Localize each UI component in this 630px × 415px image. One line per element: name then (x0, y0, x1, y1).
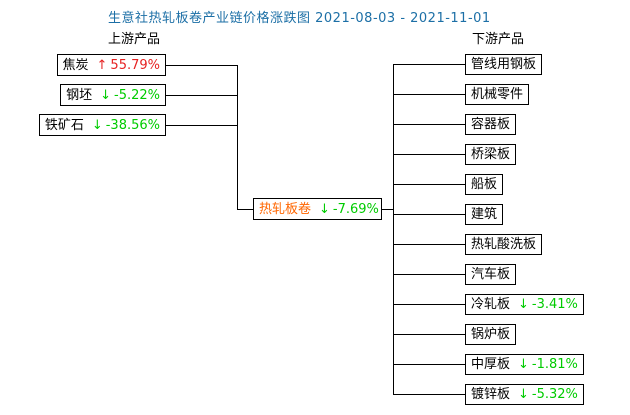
node-label: 铁矿石 (44, 117, 84, 133)
connector-line (393, 184, 465, 185)
down-arrow-icon: ↓ (100, 87, 111, 103)
up-arrow-icon: ↑ (96, 57, 108, 73)
change-value: -5.32% (531, 387, 578, 402)
upstream-node-jiaotan[interactable]: 焦炭 ↑55.79% (56, 54, 166, 76)
change-value: -3.41% (531, 297, 578, 312)
change-badge: ↑55.79% (97, 59, 160, 72)
change-badge: ↓-7.69% (319, 203, 379, 216)
downstream-node-zhonghouban[interactable]: 中厚板 ↓-1.81% (465, 354, 584, 375)
change-value: 55.79% (110, 57, 160, 73)
downstream-node-qiaoliangban[interactable]: 桥梁板 (465, 144, 517, 165)
connector-line (393, 334, 465, 335)
change-value: -38.56% (105, 117, 160, 133)
connector-line (382, 209, 393, 210)
change-badge: ↓-1.81% (518, 358, 578, 371)
node-label: 冷轧板 (471, 297, 511, 312)
downstream-node-guoluban[interactable]: 锅炉板 (465, 324, 517, 345)
downstream-node-chuanban[interactable]: 船板 (465, 174, 504, 195)
downstream-node-rongqiban[interactable]: 容器板 (465, 114, 517, 135)
node-label: 船板 (471, 177, 498, 192)
node-label: 中厚板 (471, 357, 511, 372)
change-value: -5.22% (114, 87, 160, 103)
node-label: 容器板 (471, 117, 511, 132)
downstream-section-label: 下游产品 (472, 32, 525, 47)
connector-line (393, 274, 465, 275)
connector-line (393, 244, 465, 245)
node-label: 焦炭 (62, 57, 89, 73)
down-arrow-icon: ↓ (518, 387, 529, 402)
connector-line (393, 364, 465, 365)
connector-line (393, 64, 465, 65)
downstream-node-jixielingjian[interactable]: 机械零件 (465, 84, 530, 105)
down-arrow-icon: ↓ (319, 201, 330, 217)
down-arrow-icon: ↓ (518, 357, 529, 372)
node-label: 管线用钢板 (471, 57, 537, 72)
connector-line (393, 94, 465, 95)
node-label: 镀锌板 (471, 387, 511, 402)
node-label: 汽车板 (471, 267, 511, 282)
change-badge: ↓-5.32% (518, 388, 578, 401)
change-badge: ↓-38.56% (92, 119, 160, 132)
upstream-trunk-line (237, 65, 238, 210)
connector-line (393, 214, 465, 215)
node-label: 热轧酸洗板 (471, 237, 537, 252)
change-value: -7.69% (332, 201, 379, 217)
connector-line (166, 125, 237, 126)
downstream-node-lengzhaban[interactable]: 冷轧板 ↓-3.41% (465, 294, 584, 315)
downstream-node-rezhasuanxiban[interactable]: 热轧酸洗板 (465, 234, 543, 255)
connector-line (237, 209, 253, 210)
upstream-node-tiekuangshi[interactable]: 铁矿石 ↓-38.56% (38, 114, 166, 136)
connector-line (393, 304, 465, 305)
upstream-section-label: 上游产品 (108, 32, 161, 47)
chart-title: 生意社热轧板卷产业链价格涨跌图 2021-08-03 - 2021-11-01 (108, 11, 491, 26)
node-label: 热轧板卷 (259, 201, 312, 217)
down-arrow-icon: ↓ (518, 297, 529, 312)
down-arrow-icon: ↓ (91, 117, 103, 133)
downstream-node-duxinban[interactable]: 镀锌板 ↓-5.32% (465, 384, 584, 405)
change-badge: ↓-3.41% (518, 298, 578, 311)
connector-line (393, 154, 465, 155)
downstream-node-guanxianyonggangban[interactable]: 管线用钢板 (465, 54, 543, 75)
downstream-node-jianzhu[interactable]: 建筑 (465, 204, 504, 225)
downstream-node-qicheban[interactable]: 汽车板 (465, 264, 517, 285)
change-badge: ↓-5.22% (100, 89, 160, 102)
downstream-trunk-line (393, 64, 394, 395)
connector-line (393, 124, 465, 125)
node-label: 机械零件 (471, 87, 524, 102)
node-label: 桥梁板 (471, 147, 511, 162)
upstream-node-gangpi[interactable]: 钢坯 ↓-5.22% (60, 84, 166, 106)
node-label: 锅炉板 (471, 327, 511, 342)
node-label: 钢坯 (66, 87, 93, 103)
connector-line (166, 65, 237, 66)
center-node-rezhabanjuan[interactable]: 热轧板卷 ↓-7.69% (253, 198, 382, 220)
change-value: -1.81% (531, 357, 578, 372)
connector-line (166, 95, 237, 96)
node-label: 建筑 (471, 207, 498, 222)
connector-line (393, 394, 465, 395)
